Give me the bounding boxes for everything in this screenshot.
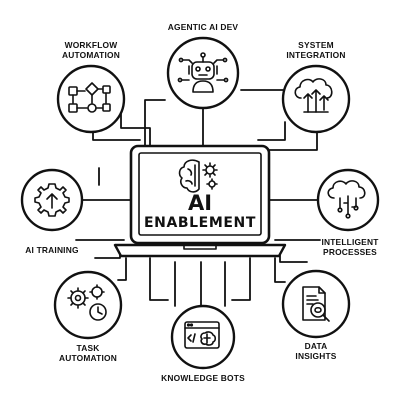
center-title-enablement: ENABLEMENT <box>143 215 257 231</box>
label-line: WORKFLOW <box>64 40 118 50</box>
agentic-ai-dev-node <box>166 36 240 110</box>
label-line: INTEGRATION <box>286 50 346 60</box>
label-system-integration: SYSTEM INTEGRATION <box>272 40 360 60</box>
laptop <box>113 144 287 258</box>
label-line: INTELLIGENT <box>321 237 379 247</box>
brain-gears-icon <box>178 159 218 193</box>
cloud-integration-icon <box>294 78 333 113</box>
knowledge-bots-node <box>170 304 236 370</box>
label-ai-training: AI TRAINING <box>10 245 94 255</box>
label-agentic-ai-dev: AGENTIC AI DEV <box>150 22 256 32</box>
label-line: KNOWLEDGE BOTS <box>161 373 245 383</box>
ai-training-node <box>20 168 84 232</box>
intelligent-processes-node <box>316 168 380 232</box>
system-integration-node <box>281 64 351 134</box>
label-line: AUTOMATION <box>59 353 117 363</box>
data-insights-node <box>281 269 351 339</box>
workflow-automation-node <box>56 64 126 134</box>
gears-clock-icon <box>67 284 107 321</box>
label-data-insights: DATA INSIGHTS <box>276 341 356 361</box>
center-title-ai: AI <box>187 191 213 215</box>
label-line: AGENTIC AI DEV <box>167 22 239 32</box>
label-intelligent-processes: INTELLIGENT PROCESSES <box>308 237 392 257</box>
label-workflow-automation: WORKFLOW AUTOMATION <box>48 40 134 60</box>
label-line: AI TRAINING <box>25 245 79 255</box>
document-magnifier-icon <box>302 286 330 322</box>
code-brain-icon <box>184 321 220 349</box>
label-line: DATA <box>304 341 328 351</box>
label-line: AUTOMATION <box>62 50 120 60</box>
robot-icon <box>177 52 229 93</box>
flowchart-icon <box>68 82 111 113</box>
label-line: PROCESSES <box>323 247 377 257</box>
label-line: INSIGHTS <box>295 351 337 361</box>
cloud-circuit-icon <box>327 180 366 219</box>
label-line: TASK <box>76 343 100 353</box>
label-task-automation: TASK AUTOMATION <box>46 343 130 363</box>
label-line: SYSTEM <box>298 40 334 50</box>
gear-upload-icon <box>34 183 70 217</box>
label-knowledge-bots: KNOWLEDGE BOTS <box>150 373 256 383</box>
task-automation-node <box>53 270 123 340</box>
